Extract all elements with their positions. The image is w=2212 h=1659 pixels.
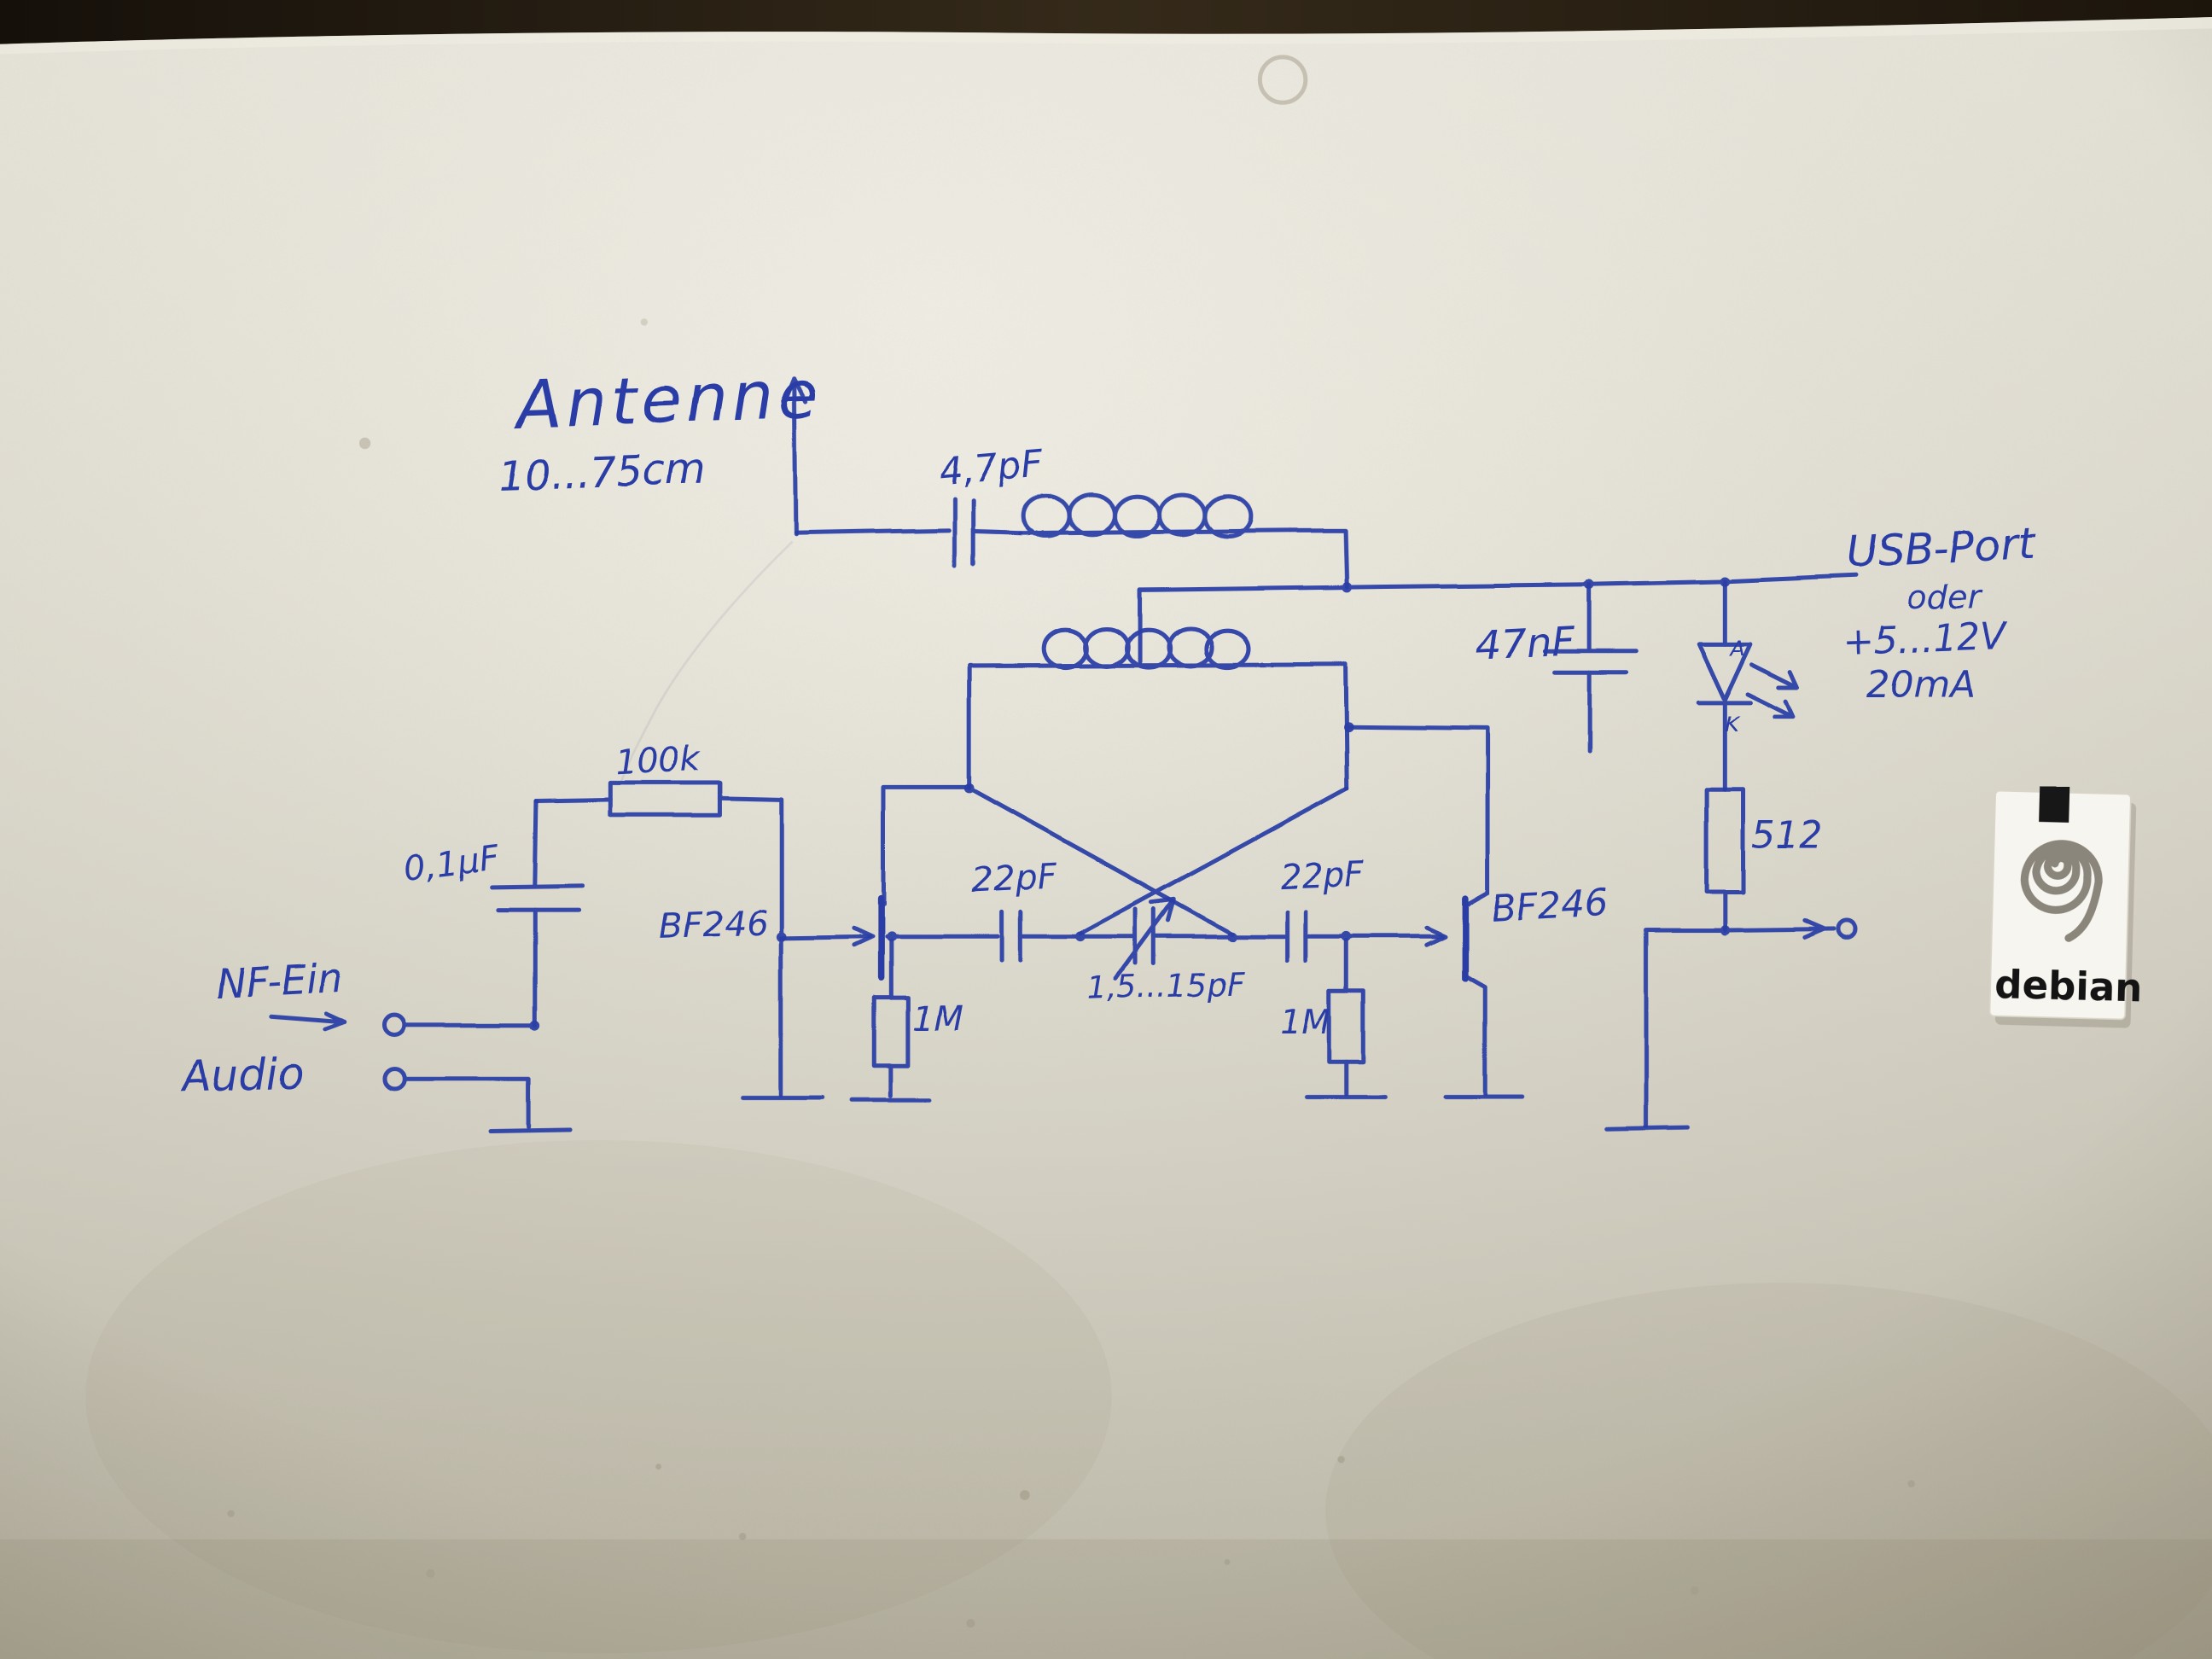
sticker-tab [2039,786,2070,823]
wall-crack [620,540,794,782]
label-bf246-left: BF246 [659,904,769,946]
label-1M-left: 1M [912,999,963,1039]
label-antenne: Antenne [511,358,824,445]
input-terminals [268,1010,573,1134]
ground-symbols [740,1095,1690,1132]
led-triangle-icon [1697,642,1753,702]
debian-sticker: debian [1988,786,2143,1028]
resistor-512 [1703,787,1746,934]
led-light-arrow-icon [1745,691,1796,719]
label-trimmer: 1,5...15pF [1086,964,1246,1006]
resistor-1M-left [871,938,911,1098]
ground-icon [1604,1125,1690,1132]
jfet-right [1348,725,1491,1097]
capacitor-input [489,799,585,1027]
trimmer-arrow-icon [1149,897,1177,923]
circuit-ink: Antenne 10...75cm 4,7pF USB-Port oder +5… [178,358,2038,1134]
label-current: 20mA [1867,664,1976,707]
wall-marks [227,55,1915,1628]
coupling-chain [884,897,1445,981]
resistor-100k [533,780,787,1097]
ceiling-strip [0,0,2212,55]
led-indicator [1697,579,1800,792]
label-oder: oder [1907,579,1984,617]
label-usb-port: USB-Port [1845,517,2038,578]
ground-icon [488,1127,573,1134]
jfet-left [778,784,972,981]
label-22pF-left: 22pF [970,857,1058,900]
inductor-antenna-coil [1018,492,1349,590]
label-47nF: 47nF [1475,619,1577,670]
return-node [1644,918,1858,1128]
label-antenna-length: 10...75cm [498,445,707,500]
handwritten-labels: Antenne 10...75cm 4,7pF USB-Port oder +5… [178,358,2038,1103]
label-1M-right: 1M [1280,1003,1331,1042]
label-cap-antenna: 4,7pF [938,442,1045,493]
label-nf-ein: NF-Ein [215,955,344,1008]
antenna-arrow-icon [782,376,808,537]
label-audio: Audio [178,1047,304,1102]
capacitor-47nF [1542,582,1639,754]
label-100k: 100k [614,739,703,783]
inductor-tank-coil [967,626,1349,791]
capacitor-antenna [793,497,1023,568]
label-led-cathode: K [1725,712,1741,736]
gate-arrow-icon [851,925,875,947]
debian-wordmark: debian [1994,962,2143,1011]
return-arrow-icon [1802,918,1827,940]
led-light-arrow-icon [1749,661,1800,690]
label-voltage: +5...12V [1843,615,2010,664]
wall-hole [1257,55,1308,105]
input-arrow-icon [323,1010,347,1032]
label-22pF-right: 22pF [1278,856,1365,898]
label-512: 512 [1752,815,1823,858]
resistor-1M-right [1327,938,1366,1097]
terminal-power-return [1836,918,1858,940]
label-bf246-right: BF246 [1491,882,1610,930]
label-led-anode: A [1729,636,1745,661]
debian-swirl-icon [2020,840,2103,942]
